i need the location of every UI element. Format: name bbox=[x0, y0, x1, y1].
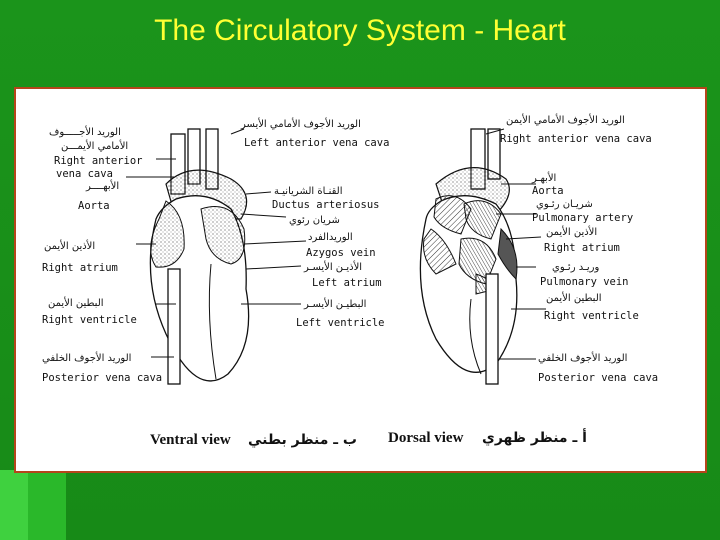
label-ventral-right-atrium-en: Right atrium bbox=[42, 262, 118, 274]
label-dorsal-right-atrium-ar: الأذين الأيمن bbox=[546, 225, 597, 238]
label-ventral-aorta-en: Aorta bbox=[78, 200, 110, 212]
dorsal-heart-drawing bbox=[419, 128, 518, 385]
ventral-left-atrium-shape bbox=[200, 206, 246, 265]
label-ventral-azygos-en: Azygos vein bbox=[306, 247, 376, 259]
label-dorsal-aorta-ar: الأبهـر bbox=[531, 171, 556, 184]
caption-ventral-ar: ب ـ منظر بطني bbox=[248, 432, 357, 448]
label-ventral-aorta-ar: الأبهــــر bbox=[85, 179, 119, 192]
dorsal-septum-line bbox=[469, 298, 482, 375]
ventral-heart-drawing bbox=[149, 128, 250, 385]
label-ventral-posterior-vc-ar: الوريد الأجوف الخلفي bbox=[42, 351, 131, 364]
label-ventral-right-atrium-ar: الأذين الأيمن bbox=[44, 239, 95, 252]
label-ventral-left-atrium-en: Left atrium bbox=[312, 277, 382, 289]
label-dorsal-right-anterior-vc-en: Right anterior vena cava bbox=[500, 133, 652, 145]
view-captions: Ventral view ب ـ منظر بطني Dorsal view أ… bbox=[150, 428, 587, 448]
dorsal-posterior-vena-cava-vessel bbox=[485, 273, 499, 385]
ventral-labels: الوريد الأجـــــوف الأمامي الأيمـــن Rig… bbox=[42, 117, 389, 384]
label-ventral-left-ventricle-ar: البطيـن الأيسـر bbox=[303, 297, 366, 310]
label-ventral-ductus-en: Ductus arteriosus bbox=[272, 199, 379, 211]
ventral-posterior-vena-cava-vessel bbox=[167, 268, 181, 385]
label-ventral-left-atrium-ar: الأذيـن الأيسـر bbox=[303, 260, 362, 273]
label-dorsal-right-atrium-en: Right atrium bbox=[544, 242, 620, 254]
label-dorsal-posterior-vc-ar: الوريد الأجوف الخلفي bbox=[538, 351, 627, 364]
decorative-strip bbox=[0, 470, 28, 540]
caption-dorsal-ar: أ ـ منظر ظهري bbox=[482, 428, 587, 447]
label-ventral-right-ventricle-ar: البطين الأيمن bbox=[48, 296, 104, 309]
label-ventral-right-anterior-vc-en2: vena cava bbox=[56, 168, 113, 180]
ventral-leader-lines bbox=[126, 128, 307, 358]
label-ventral-left-anterior-vc-ar: الوريد الأجوف الأمامي الأيسر bbox=[240, 117, 361, 130]
label-ventral-azygos-ar: الوريدالفرد bbox=[308, 232, 353, 243]
dorsal-leader-lines bbox=[485, 128, 546, 360]
label-dorsal-aorta-en: Aorta bbox=[532, 185, 564, 197]
label-ventral-posterior-vc-en: Posterior vena cava bbox=[42, 372, 162, 384]
heart-diagram-svg: الوريد الأجـــــوف الأمامي الأيمـــن Rig… bbox=[42, 113, 658, 448]
dorsal-aorta-arch-shape bbox=[463, 200, 502, 240]
label-dorsal-pulm-vein-en: Pulmonary vein bbox=[540, 276, 629, 288]
label-ventral-right-anterior-vc-ar2: الأمامي الأيمـــن bbox=[61, 139, 128, 152]
caption-dorsal-en: Dorsal view bbox=[388, 430, 464, 446]
label-ventral-left-ventricle-en: Left ventricle bbox=[296, 317, 385, 329]
label-dorsal-pulm-artery-en: Pulmonary artery bbox=[532, 212, 633, 224]
dorsal-left-atrium-shape bbox=[423, 228, 457, 275]
label-dorsal-pulm-artery-ar: شريـان رئـوي bbox=[536, 199, 593, 210]
label-dorsal-posterior-vc-en: Posterior vena cava bbox=[538, 372, 658, 384]
dorsal-labels: الوريد الأجوف الأمامي الأيمن Right anter… bbox=[500, 113, 658, 384]
caption-ventral-en: Ventral view bbox=[150, 432, 231, 448]
label-dorsal-pulm-vein-ar: وريـد رئـوي bbox=[552, 262, 600, 273]
dorsal-pulmonary-vein-shape bbox=[497, 227, 518, 281]
label-ventral-right-ventricle-en: Right ventricle bbox=[42, 314, 137, 326]
label-dorsal-right-anterior-vc-ar: الوريد الأجوف الأمامي الأيمن bbox=[506, 113, 625, 126]
label-ventral-left-anterior-vc-en: Left anterior vena cava bbox=[244, 137, 389, 149]
slide-title: The Circulatory System - Heart bbox=[154, 14, 566, 47]
label-ventral-right-anterior-vc-ar1: الوريد الأجـــــوف bbox=[49, 125, 121, 138]
ventral-septum-line bbox=[208, 263, 217, 380]
label-dorsal-right-ventricle-ar: البطين الأيمن bbox=[546, 291, 602, 304]
dorsal-pulmonary-artery-shape bbox=[433, 195, 472, 235]
decorative-strip-secondary bbox=[28, 470, 66, 540]
label-ventral-ductus-ar: القنـاة الشريانيـة bbox=[274, 186, 342, 197]
heart-diagram-figure: الوريد الأجـــــوف الأمامي الأيمـــن Rig… bbox=[14, 87, 707, 473]
label-ventral-pulm-artery-ar: شريان رئوي bbox=[289, 215, 340, 226]
label-ventral-right-anterior-vc-en1: Right anterior bbox=[54, 155, 143, 167]
label-dorsal-right-ventricle-en: Right ventricle bbox=[544, 310, 639, 322]
ventral-right-atrium-shape bbox=[150, 200, 185, 268]
